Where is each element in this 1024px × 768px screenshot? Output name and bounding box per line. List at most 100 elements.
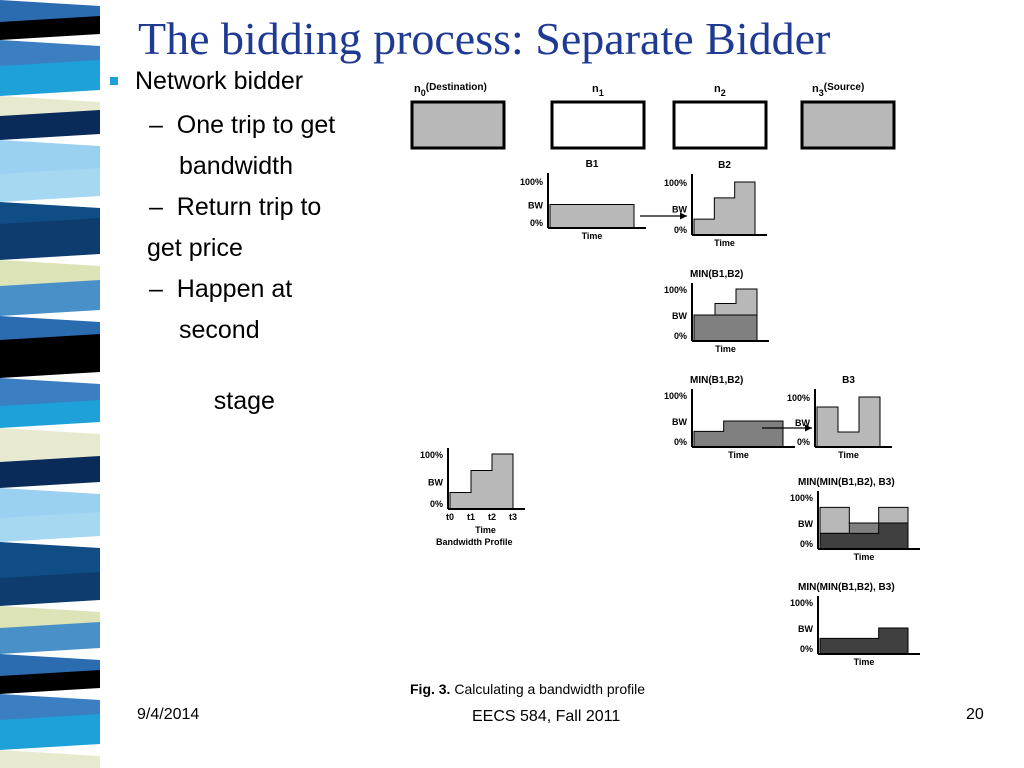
stripe-segment bbox=[0, 572, 100, 606]
bullet-text: One trip to get bbox=[176, 111, 336, 139]
x-axis-label: Time bbox=[715, 344, 736, 354]
axis-label-bottom: 0% bbox=[674, 225, 687, 235]
bandwidth-area-mid bbox=[693, 420, 784, 448]
stripe-segment bbox=[0, 512, 100, 542]
panel-title: MIN(MIN(B1,B2), B3) bbox=[798, 582, 895, 593]
bandwidth-profile-figure: n0(Destination) n1 n2 n3(Source) 100% BW 0% Tim… bbox=[410, 82, 920, 697]
bullet-item: – One trip to get bbox=[149, 110, 335, 140]
axis-label-bottom: 0% bbox=[674, 437, 687, 447]
dash-icon: – bbox=[149, 193, 177, 221]
stripe-segment bbox=[0, 456, 100, 488]
axis-label-bottom: 0% bbox=[800, 644, 813, 654]
stripe-segment bbox=[0, 670, 100, 694]
bullet-text: Network bidder bbox=[135, 67, 304, 95]
axis-label-top: 100% bbox=[520, 177, 543, 187]
tick-label: t1 bbox=[467, 512, 475, 522]
stripe-segment bbox=[0, 400, 100, 428]
stripe-segment bbox=[0, 218, 100, 260]
footer-page-number: 20 bbox=[966, 706, 984, 723]
chart-panel-min12b: 100% BW 0% Time MIN(B1,B2) bbox=[664, 375, 795, 460]
axis-label-top: 100% bbox=[790, 493, 813, 503]
x-axis-label: Time bbox=[854, 552, 875, 562]
stripe-segment bbox=[0, 110, 100, 140]
panel-title: B1 bbox=[586, 159, 599, 170]
axis-label-top: 100% bbox=[664, 391, 687, 401]
node-box bbox=[800, 100, 896, 150]
bandwidth-area-light bbox=[549, 204, 635, 229]
bullet-text: second bbox=[179, 316, 260, 344]
bullet-item: bandwidth bbox=[179, 151, 293, 181]
axis-label-top: 100% bbox=[420, 450, 443, 460]
arrow-head bbox=[680, 212, 687, 220]
bullet-text: Return trip to bbox=[176, 193, 322, 221]
axis-label-bw: BW bbox=[795, 418, 810, 428]
bullet-item: second bbox=[179, 315, 260, 345]
x-axis-label: Time bbox=[475, 525, 496, 535]
x-axis-label: Time bbox=[854, 657, 875, 667]
panel-title: MIN(B1,B2) bbox=[690, 269, 743, 280]
axis-label-top: 100% bbox=[790, 598, 813, 608]
node-n2: n2 bbox=[672, 83, 768, 150]
axis-label-bw: BW bbox=[798, 624, 813, 634]
axis-label-bw: BW bbox=[428, 478, 443, 488]
node-n1: n1 bbox=[550, 83, 646, 150]
axis-label-bottom: 0% bbox=[797, 437, 810, 447]
node-box bbox=[550, 100, 646, 150]
bullet-item: get price bbox=[147, 233, 243, 263]
panel-title: B3 bbox=[842, 375, 855, 386]
node-box bbox=[410, 100, 506, 150]
stripe-segment bbox=[0, 280, 100, 316]
axis-label-bottom: 0% bbox=[430, 499, 443, 509]
x-axis-label: Time bbox=[582, 231, 603, 241]
axis-label-top: 100% bbox=[664, 285, 687, 295]
stripe-segment bbox=[0, 168, 100, 202]
bullet-item: stage bbox=[179, 356, 275, 446]
chart-panel-min12: 100% BW 0% Time MIN(B1,B2) bbox=[664, 269, 769, 354]
node-n0: n0(Destination) bbox=[410, 82, 506, 150]
node-label: n0(Destination) bbox=[414, 82, 487, 98]
x-axis-label: Time bbox=[714, 238, 735, 248]
bandwidth-area-light bbox=[816, 396, 881, 448]
node-n3: n3(Source) bbox=[800, 82, 896, 150]
node-box bbox=[672, 100, 768, 150]
axis-label-bottom: 0% bbox=[674, 331, 687, 341]
axis-label-bw: BW bbox=[672, 417, 687, 427]
x-axis-label: Time bbox=[728, 450, 749, 460]
bullet-text: get price bbox=[147, 234, 243, 262]
node-label: n3(Source) bbox=[812, 82, 864, 98]
bandwidth-area-dark bbox=[819, 627, 909, 655]
panel-title: B2 bbox=[718, 160, 731, 171]
chart-panel-min123b: 100% BW 0% Time MIN(MIN(B1,B2), B3) bbox=[790, 582, 920, 667]
decorative-stripe bbox=[0, 0, 110, 768]
axis-label-bw: BW bbox=[672, 205, 687, 215]
axis-label-bw: BW bbox=[528, 201, 543, 211]
stripe-edge bbox=[100, 0, 110, 768]
stripe-segment bbox=[0, 750, 100, 768]
chart-panel-b2: 100% BW 0% Time B2 bbox=[664, 160, 767, 248]
bullet-text: bandwidth bbox=[179, 152, 293, 180]
panel-caption: Bandwidth Profile bbox=[436, 537, 513, 547]
figure-caption: Fig. 3. Calculating a bandwidth profile bbox=[410, 681, 645, 697]
square-bullet-icon bbox=[110, 77, 118, 85]
axis-label-top: 100% bbox=[664, 178, 687, 188]
footer-course: EECS 584, Fall 2011 bbox=[472, 708, 621, 725]
bullet-text: stage bbox=[206, 387, 275, 415]
bandwidth-area-mid bbox=[693, 314, 758, 342]
dash-icon: – bbox=[149, 111, 177, 139]
panel-title: MIN(B1,B2) bbox=[690, 375, 743, 386]
footer-date: 9/4/2014 bbox=[137, 706, 200, 723]
bandwidth-area-light bbox=[449, 453, 514, 510]
stripe-segment bbox=[0, 622, 100, 654]
bullet-item: – Happen at bbox=[149, 274, 292, 304]
bandwidth-area-dark bbox=[819, 522, 909, 550]
node-label: n1 bbox=[592, 83, 604, 98]
x-axis-label: Time bbox=[838, 450, 859, 460]
axis-label-bottom: 0% bbox=[800, 539, 813, 549]
bullet-item: Network bidder bbox=[110, 66, 304, 96]
axis-label-bw: BW bbox=[672, 311, 687, 321]
tick-label: t0 bbox=[446, 512, 454, 522]
